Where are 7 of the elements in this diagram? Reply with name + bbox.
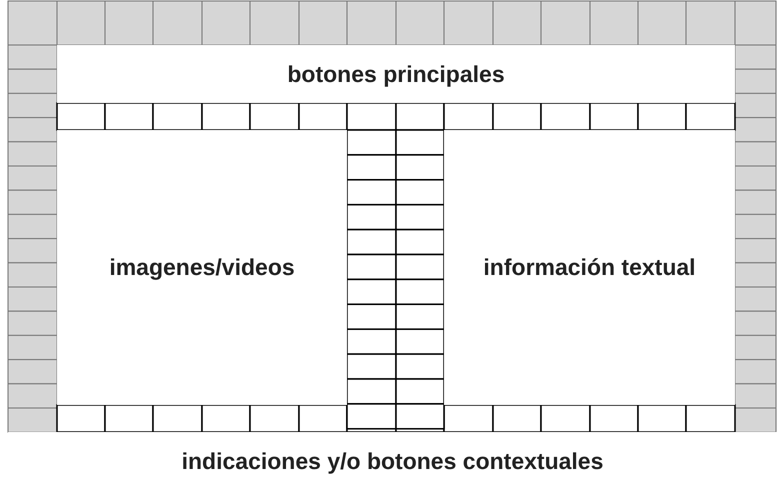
media-panel xyxy=(57,130,347,405)
area-label: información textual xyxy=(483,253,696,282)
area-label: imagenes/videos xyxy=(109,253,295,282)
text-panel xyxy=(444,130,735,405)
header-bar xyxy=(57,45,735,103)
area-label: indicaciones y/o botones contextuales xyxy=(182,447,604,476)
area-label: botones principales xyxy=(287,60,505,89)
